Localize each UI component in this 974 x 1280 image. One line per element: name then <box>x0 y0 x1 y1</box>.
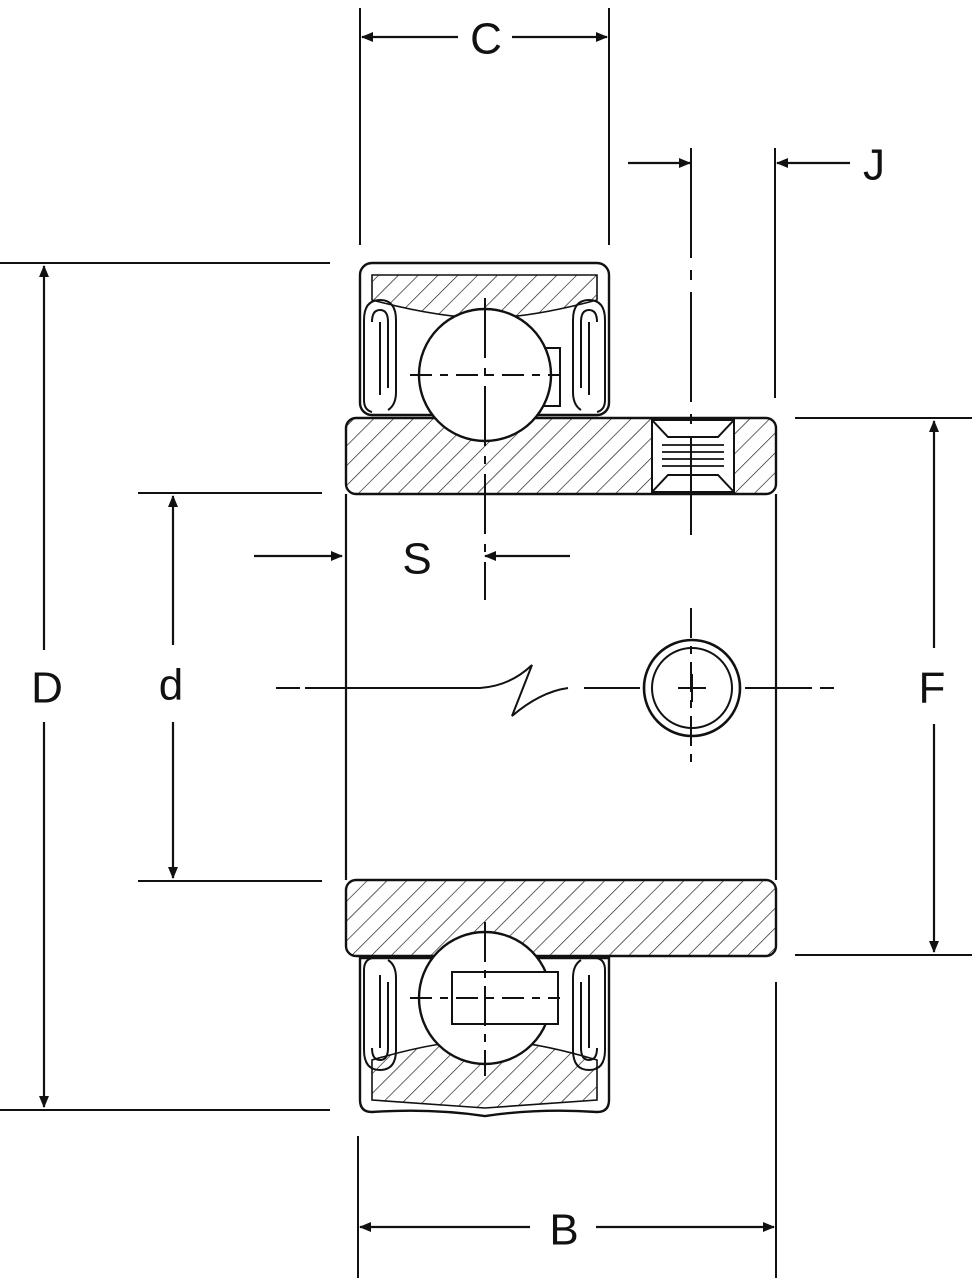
center-lines <box>276 148 834 1076</box>
extension-lines <box>0 8 972 1278</box>
inner-ring-top <box>344 416 778 496</box>
seal-top-left <box>363 298 397 413</box>
inner-ring-bottom <box>344 878 778 958</box>
label-c: C <box>470 15 502 64</box>
label-b: B <box>549 1206 578 1255</box>
dimension-labels: C J S D d F B <box>31 15 945 1255</box>
seal-top-right <box>572 298 606 413</box>
seal-bottom-left <box>363 957 397 1072</box>
label-d-outer: D <box>31 664 63 713</box>
label-s: S <box>402 535 431 584</box>
set-screw-threads <box>662 444 724 467</box>
label-d-bore: d <box>159 661 183 710</box>
label-j: J <box>863 141 885 190</box>
dimension-arrows <box>39 32 939 1232</box>
seal-bottom-right <box>572 957 606 1072</box>
label-f: F <box>919 664 946 713</box>
set-screw-hole <box>642 638 742 738</box>
